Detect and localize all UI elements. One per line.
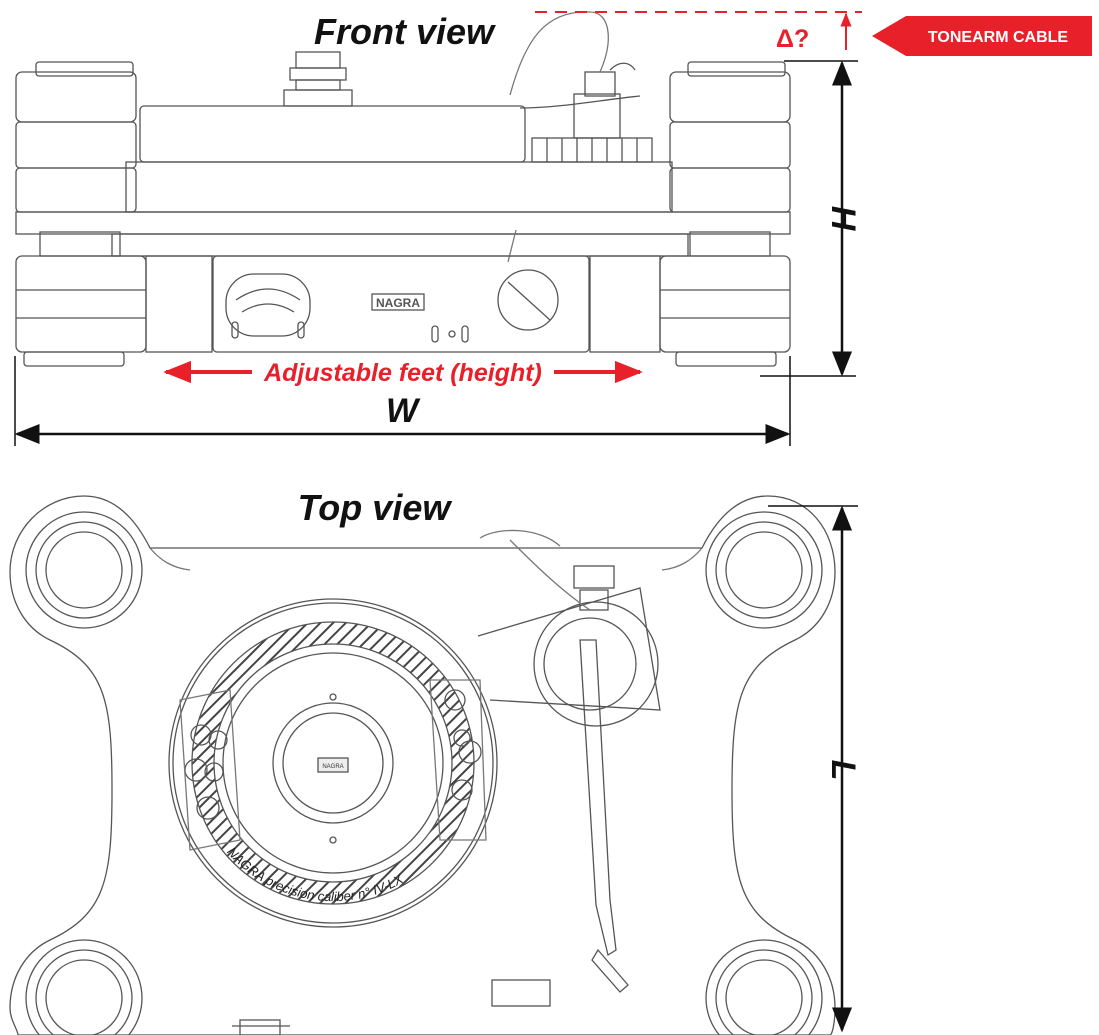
serial-plate: [491, 979, 551, 1007]
center-label: [317, 757, 349, 773]
motor-assembly-right: [429, 679, 487, 841]
front-panel: [212, 255, 590, 353]
tonearm-front: [507, 11, 653, 263]
front-connector: [239, 1019, 281, 1035]
top-view-title: Top view: [298, 487, 453, 528]
corner-foot-top-right: [705, 511, 823, 629]
platter-top: [139, 105, 526, 163]
platter-brand: NAGRA: [322, 764, 343, 770]
tonearm-board: [477, 587, 661, 711]
length-label: L: [824, 760, 862, 781]
top-view: NAGRA: [9, 495, 836, 1035]
chassis-band: [15, 211, 791, 235]
spindle-clamp: [283, 51, 353, 107]
front-view-title: Front view: [314, 11, 496, 52]
corner-foot-bottom-left: [25, 939, 143, 1035]
corner-foot-bottom-right: [705, 939, 823, 1035]
motor-assembly-left: [179, 689, 241, 851]
tonearm-cable-label: TONEARM CABLE: [928, 29, 1068, 46]
speed-selector-knob: [497, 269, 559, 331]
tonearm-base: [533, 601, 659, 727]
tonearm-arm: [579, 639, 617, 957]
vu-meter: [225, 273, 311, 337]
height-label: H: [824, 206, 862, 232]
width-label: W: [386, 392, 421, 430]
left-pillar: [15, 61, 147, 367]
adjustable-feet-label: Adjustable feet (height): [263, 359, 542, 387]
delta-label: Δ?: [776, 25, 809, 53]
nagra-plate: [371, 293, 425, 311]
subchassis: [111, 233, 689, 353]
corner-foot-top-left: [25, 511, 143, 629]
hatched-ring: [192, 622, 474, 904]
tonearm-cable-callout: TONEARM CABLE: [872, 16, 1092, 56]
right-pillar: [659, 61, 791, 367]
front-view: NAGRA: [15, 11, 791, 367]
platter-outer: [168, 598, 498, 928]
tonearm-cable: [509, 539, 591, 611]
front-panel-brand: NAGRA: [376, 296, 420, 310]
main-chassis: [125, 161, 673, 213]
